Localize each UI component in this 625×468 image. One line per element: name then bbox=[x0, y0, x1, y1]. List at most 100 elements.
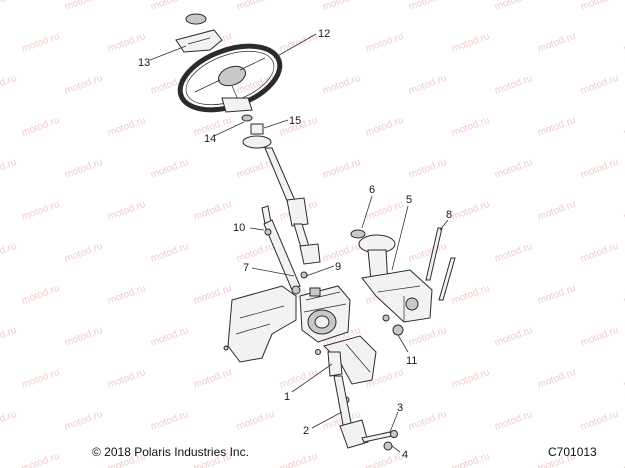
watermark-text: motod.ru bbox=[20, 31, 61, 55]
callout-numbers: 13 12 14 15 6 5 8 10 7 9 11 1 2 3 4 bbox=[138, 28, 452, 461]
watermark-text: motod.ru bbox=[407, 0, 448, 13]
callout-15: 15 bbox=[289, 115, 301, 127]
watermark-text: motod.ru bbox=[63, 409, 104, 433]
watermark-text: motod.ru bbox=[149, 157, 190, 181]
watermark-text: motod.ru bbox=[0, 241, 18, 265]
watermark-text: motod.ru bbox=[106, 31, 147, 55]
watermark-text: motod.ru bbox=[450, 283, 491, 307]
watermark-text: motod.ru bbox=[536, 367, 577, 391]
watermark-text: motod.ru bbox=[0, 157, 18, 181]
part-6-seal bbox=[350, 229, 366, 239]
part-13-bracket bbox=[175, 13, 223, 53]
watermark-text: motod.ru bbox=[579, 325, 620, 349]
watermark-text: motod.ru bbox=[235, 0, 276, 13]
watermark-text: motod.ru bbox=[407, 241, 448, 265]
watermark-text: motod.ru bbox=[278, 451, 319, 468]
watermark-text: motod.ru bbox=[579, 157, 620, 181]
callout-4: 4 bbox=[402, 449, 408, 461]
watermark-text: motod.ru bbox=[536, 283, 577, 307]
callout-8: 8 bbox=[446, 209, 452, 221]
watermark-text: motod.ru bbox=[493, 409, 534, 433]
leader-lines bbox=[149, 33, 449, 453]
callout-9: 9 bbox=[335, 261, 341, 273]
watermark-text: motod.ru bbox=[106, 115, 147, 139]
watermark-text: motod.ru bbox=[192, 283, 233, 307]
watermark-text: motod.ru bbox=[0, 325, 18, 349]
watermark-text: motod.ru bbox=[20, 367, 61, 391]
callout-1: 1 bbox=[284, 391, 290, 403]
watermark-text: motod.ru bbox=[192, 199, 233, 223]
watermark-text: motod.ru bbox=[407, 325, 448, 349]
watermark-text: motod.ru bbox=[149, 0, 190, 13]
part-8-bolts bbox=[425, 227, 456, 301]
callout-2: 2 bbox=[303, 425, 309, 437]
watermark-text: motod.ru bbox=[20, 199, 61, 223]
watermark-text: motod.ru bbox=[106, 367, 147, 391]
watermark-text: motod.ru bbox=[579, 73, 620, 97]
watermark-text: motod.ru bbox=[536, 31, 577, 55]
watermark-text: motod.ru bbox=[364, 115, 405, 139]
watermark-text: motod.ru bbox=[493, 73, 534, 97]
watermark-text: motod.ru bbox=[407, 157, 448, 181]
watermark-text: motod.ru bbox=[63, 73, 104, 97]
callout-14: 14 bbox=[204, 133, 216, 145]
part-5-mount-bracket bbox=[358, 234, 433, 323]
upper-steering-shaft bbox=[264, 147, 321, 265]
watermark-text: motod.ru bbox=[579, 409, 620, 433]
figure-code: C701013 bbox=[548, 445, 597, 459]
watermark-text: motod.ru bbox=[450, 367, 491, 391]
callout-10: 10 bbox=[233, 222, 245, 234]
watermark-text: motod.ru bbox=[63, 241, 104, 265]
watermark-text: motod.ru bbox=[450, 115, 491, 139]
callout-12: 12 bbox=[318, 28, 330, 40]
watermark-text: motod.ru bbox=[536, 199, 577, 223]
watermark-text: motod.ru bbox=[407, 409, 448, 433]
watermark-text: motod.ru bbox=[579, 241, 620, 265]
watermark-text: motod.ru bbox=[493, 0, 534, 13]
watermark-text: motod.ru bbox=[321, 0, 362, 13]
part-14-15-nut-washer bbox=[241, 114, 272, 149]
part-12-steering-wheel bbox=[177, 43, 283, 113]
watermark-text: motod.ru bbox=[106, 283, 147, 307]
watermark-text: motod.ru bbox=[493, 325, 534, 349]
watermark-text: motod.ru bbox=[493, 241, 534, 265]
watermark-text: motod.ru bbox=[450, 451, 491, 468]
copyright-notice: © 2018 Polaris Industries Inc. bbox=[92, 445, 249, 459]
watermark-text: motod.ru bbox=[149, 241, 190, 265]
watermark-text: motod.ru bbox=[364, 199, 405, 223]
callout-11: 11 bbox=[406, 355, 417, 367]
callout-6: 6 bbox=[369, 184, 375, 196]
watermark-text: motod.ru bbox=[149, 409, 190, 433]
callout-13: 13 bbox=[138, 57, 150, 69]
watermark-text: motod.ru bbox=[536, 115, 577, 139]
watermark-text: motod.ru bbox=[63, 157, 104, 181]
watermark-text: motod.ru bbox=[450, 31, 491, 55]
watermark-text: motod.ru bbox=[235, 409, 276, 433]
callout-5: 5 bbox=[406, 194, 412, 206]
watermark-text: motod.ru bbox=[106, 199, 147, 223]
callout-7: 7 bbox=[243, 262, 249, 274]
watermark-text: motod.ru bbox=[63, 325, 104, 349]
watermark-text: motod.ru bbox=[579, 0, 620, 13]
watermark-text: motod.ru bbox=[0, 409, 18, 433]
watermark-text: motod.ru bbox=[321, 73, 362, 97]
watermark-text: motod.ru bbox=[493, 157, 534, 181]
part-2-intermediate-shaft bbox=[333, 375, 369, 449]
power-steering-unit bbox=[299, 285, 351, 343]
watermark-text: motod.ru bbox=[20, 283, 61, 307]
watermark-text: motod.ru bbox=[321, 241, 362, 265]
watermark-text: motod.ru bbox=[235, 241, 276, 265]
watermark-text: motod.ru bbox=[63, 0, 104, 13]
watermark-text: motod.ru bbox=[321, 157, 362, 181]
column-cover bbox=[223, 285, 297, 363]
watermark-text: motod.ru bbox=[364, 31, 405, 55]
part-1-lower-bracket bbox=[315, 335, 377, 404]
watermark-text: motod.ru bbox=[0, 0, 18, 13]
watermark-text: motod.ru bbox=[149, 325, 190, 349]
part-7-steering-damper bbox=[261, 205, 308, 295]
callout-3: 3 bbox=[397, 402, 403, 414]
watermark-text: motod.ru bbox=[20, 451, 61, 468]
watermark-text: motod.ru bbox=[450, 199, 491, 223]
